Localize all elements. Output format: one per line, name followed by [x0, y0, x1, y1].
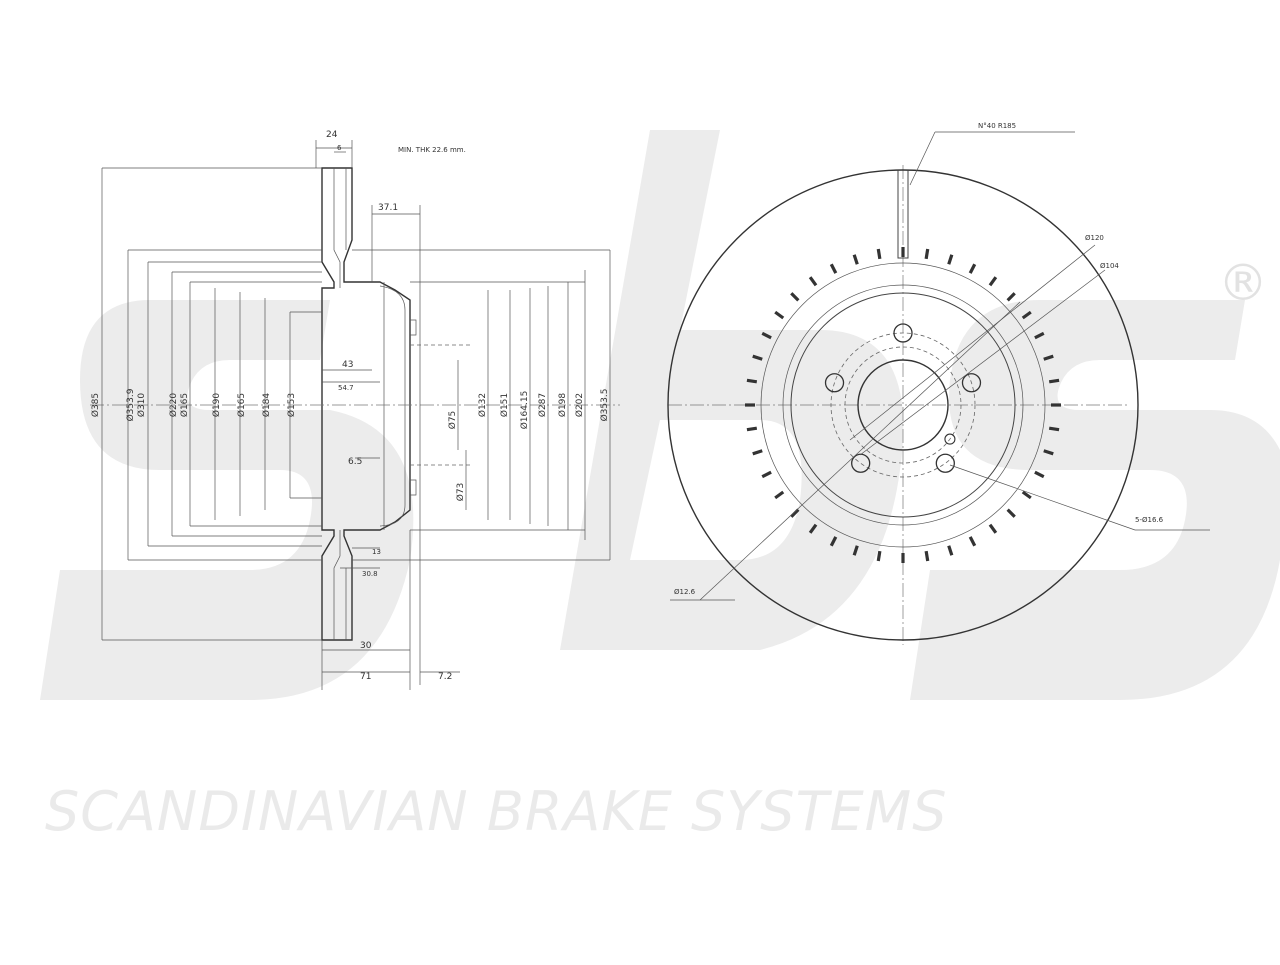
- rib-mark: [947, 254, 954, 265]
- rib-mark: [829, 536, 838, 547]
- rib-mark: [1021, 490, 1032, 500]
- dim-d132: Ø132: [477, 393, 488, 417]
- dim-d165-b: Ø165: [236, 393, 247, 417]
- dim-d75: Ø75: [447, 411, 458, 430]
- registered-mark: ®: [1218, 254, 1268, 312]
- rib-mark: [761, 331, 772, 340]
- disc-outer-profile: [321, 167, 411, 641]
- dim-37-1: 37.1: [378, 203, 398, 213]
- dim-71: 71: [360, 672, 371, 682]
- rib-mark: [761, 470, 772, 479]
- dim-7-2: 7.2: [438, 672, 452, 682]
- dim-d164-15: Ø164.15: [519, 391, 530, 430]
- dim-6: 6: [337, 144, 342, 152]
- rib-mark: [988, 523, 998, 534]
- rib-mark: [968, 536, 977, 547]
- rib-mark: [790, 292, 800, 302]
- bolt-hole: [935, 453, 955, 473]
- rib-mark: [1006, 508, 1016, 518]
- rib-mark: [988, 276, 998, 287]
- dim-24: 24: [326, 130, 338, 140]
- small-hole-label: Ø12.6: [674, 588, 696, 596]
- rib-mark: [808, 276, 818, 287]
- ventilation-ribs: [745, 247, 1061, 563]
- ribs-marker-slot: [897, 170, 909, 259]
- dim-54-7: 54.7: [338, 384, 354, 392]
- ribs-label: N°40 R185: [978, 122, 1016, 130]
- dim-d287: Ø287: [537, 393, 548, 417]
- dim-d198: Ø198: [557, 393, 568, 418]
- dim-d202: Ø202: [574, 393, 585, 417]
- friction-ring-inner: [760, 262, 1046, 548]
- bolt-holes-label: 5-Ø16.6: [1135, 516, 1164, 524]
- rib-mark: [1043, 354, 1054, 361]
- bolt-hole: [824, 373, 845, 393]
- brand-tagline: SCANDINAVIAN BRAKE SYSTEMS: [45, 780, 948, 843]
- rib-mark: [876, 248, 882, 260]
- pcd-label-120: Ø120: [1085, 234, 1104, 242]
- dim-d310: Ø310: [136, 393, 147, 418]
- rib-mark: [924, 248, 930, 260]
- pcd-circle: [830, 332, 976, 478]
- bolt-hole: [893, 323, 913, 343]
- rib-mark: [746, 426, 758, 432]
- rib-mark: [1034, 331, 1045, 340]
- pcd-inner-circle: [844, 346, 962, 464]
- dim-43: 43: [342, 360, 353, 370]
- dim-d153: Ø153: [286, 393, 297, 417]
- dim-d190: Ø190: [211, 393, 222, 418]
- rib-mark: [790, 508, 800, 518]
- rib-mark: [1006, 292, 1016, 302]
- sbs-watermark-logo: [40, 130, 1280, 700]
- rib-mark: [829, 263, 838, 274]
- bolt-holes: [824, 323, 982, 473]
- hat-inner: [790, 292, 1016, 518]
- dim-d220: Ø220: [168, 393, 179, 418]
- hat-outer: [782, 284, 1024, 526]
- rib-mark: [1034, 470, 1045, 479]
- disc-outer-edge: [667, 169, 1139, 641]
- min-thickness-note: MIN. THK 22.6 mm.: [398, 146, 466, 154]
- dim-d385: Ø385: [90, 393, 101, 417]
- rib-mark: [947, 545, 954, 556]
- dim-d165-a: Ø165: [179, 393, 190, 417]
- rib-mark: [876, 550, 882, 562]
- rib-mark: [774, 310, 785, 320]
- rib-mark: [852, 254, 859, 265]
- rib-mark: [852, 545, 859, 556]
- rib-mark: [968, 263, 977, 274]
- center-bore: [857, 359, 949, 451]
- dim-d184: Ø184: [261, 393, 272, 418]
- locator-hole: [944, 433, 956, 445]
- rib-mark: [808, 523, 818, 534]
- side-view-section: 24 6 37.1 MIN. THK 22.6 mm. Ø385 Ø353.9 …: [90, 130, 620, 690]
- rib-mark: [752, 449, 763, 456]
- dim-13: 13: [372, 548, 381, 556]
- rib-mark: [774, 490, 785, 500]
- bolt-hole: [961, 373, 982, 393]
- rib-mark: [752, 354, 763, 361]
- rib-mark: [1048, 378, 1060, 384]
- rib-mark: [1048, 426, 1060, 432]
- dim-30-8: 30.8: [362, 570, 378, 578]
- pcd-label-104: Ø104: [1100, 262, 1119, 270]
- rib-mark: [1021, 310, 1032, 320]
- dim-6-5: 6.5: [348, 457, 362, 467]
- rib-mark: [924, 550, 930, 562]
- rib-mark: [746, 378, 758, 384]
- dim-d353-9: Ø353.9: [125, 388, 136, 421]
- rib-mark: [1043, 449, 1054, 456]
- dim-d353-5: Ø353.5: [599, 389, 610, 422]
- front-view-section: N°40 R185 Ø120 Ø104 5-Ø16.6 Ø12.6: [667, 122, 1210, 645]
- dim-30: 30: [360, 641, 372, 651]
- dim-d73: Ø73: [455, 483, 466, 502]
- dim-d151: Ø151: [499, 393, 510, 417]
